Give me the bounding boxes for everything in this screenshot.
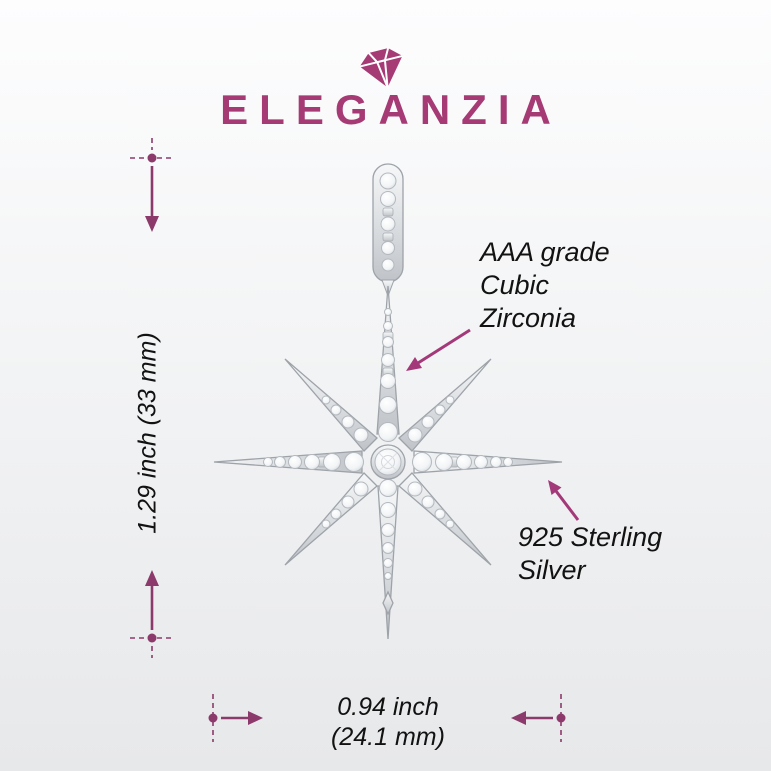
diamond-logo-icon bbox=[359, 47, 403, 88]
silver-callout-arrow bbox=[548, 480, 580, 521]
stones-up-ray bbox=[378, 308, 398, 442]
stones-diagonal-rays bbox=[321, 395, 455, 529]
stones-right-ray bbox=[412, 452, 513, 472]
horizontal-dim-right-marker bbox=[511, 694, 566, 742]
cz-annotation-line1: AAA grade bbox=[480, 237, 610, 267]
stones-left-ray bbox=[263, 452, 364, 472]
horizontal-dimension-label: 0.94 inch (24.1 mm) bbox=[331, 692, 445, 752]
cz-annotation-line3: Zirconia bbox=[480, 303, 577, 333]
stones-down-ray bbox=[379, 479, 397, 580]
vertical-dim-top-marker bbox=[130, 138, 174, 232]
star-body bbox=[213, 285, 563, 640]
vertical-dimension-label: 1.29 inch (33 mm) bbox=[133, 332, 162, 534]
center-stone bbox=[370, 444, 406, 480]
vertical-dim-bottom-marker bbox=[130, 570, 174, 658]
cz-annotation: AAA grade Cubic Zirconia bbox=[480, 236, 610, 335]
silver-annotation: 925 Sterling Silver bbox=[518, 521, 662, 587]
cz-callout-arrow bbox=[406, 328, 471, 371]
silver-annotation-line1: 925 Sterling bbox=[518, 522, 663, 552]
horizontal-dim-left-marker bbox=[208, 694, 263, 742]
cz-annotation-line2: Cubic bbox=[480, 270, 550, 300]
silver-annotation-line2: Silver bbox=[518, 555, 586, 585]
horizontal-dimension-line1: 0.94 inch bbox=[337, 693, 439, 721]
horizontal-dimension-line2: (24.1 mm) bbox=[331, 723, 445, 751]
brand-name: ELEGANZIA bbox=[220, 86, 562, 133]
star-pendant bbox=[213, 163, 563, 640]
pendant-bail bbox=[372, 163, 404, 298]
